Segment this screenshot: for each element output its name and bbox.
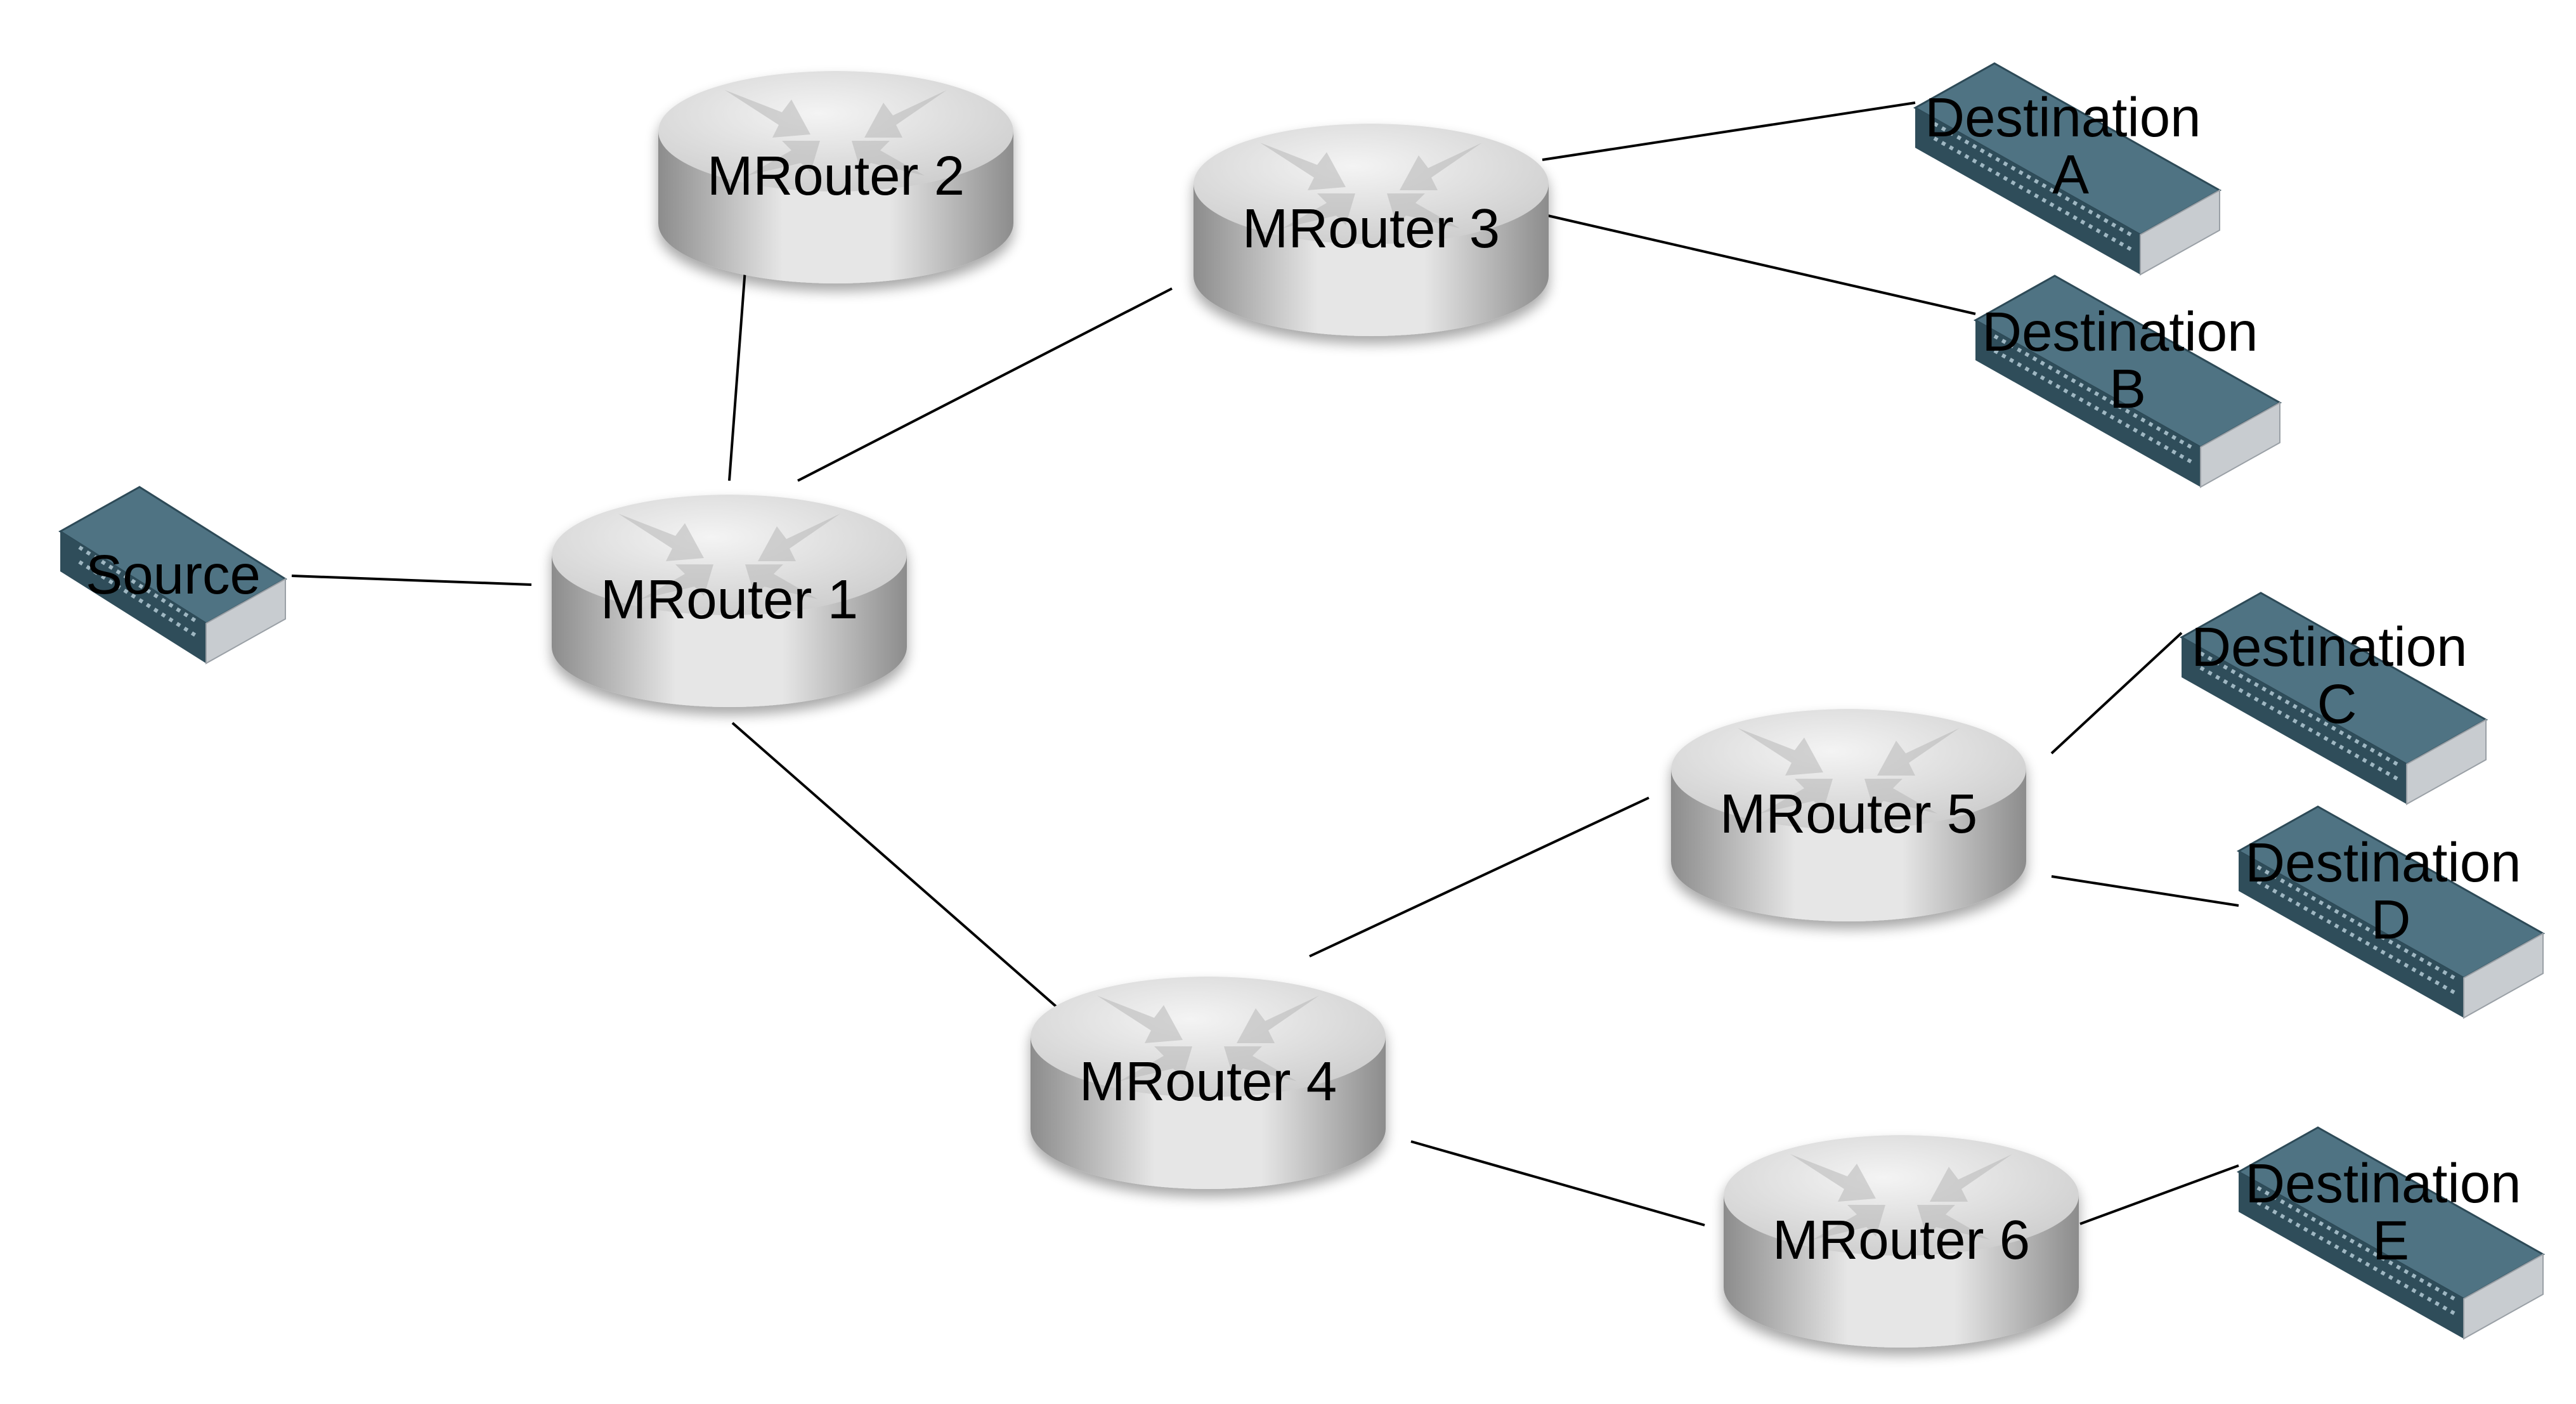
router-icon <box>1031 977 1386 1189</box>
router-label: MRouter 2 <box>707 145 965 207</box>
host-source[interactable]: Source <box>58 486 287 665</box>
host-label-line: Destination <box>2191 616 2467 678</box>
host-destination-c[interactable]: Destination C <box>2179 592 2488 805</box>
router-mrouter-2[interactable]: MRouter 2 <box>658 71 1013 283</box>
server-icon <box>2179 592 2488 805</box>
router-mrouter-5[interactable]: MRouter 5 <box>1671 709 2026 921</box>
link-r1-r3 <box>797 287 1173 482</box>
router-label: MRouter 3 <box>1242 198 1500 259</box>
hosts-layer: Source Destination A <box>58 62 2546 1340</box>
server-icon <box>1913 62 2222 276</box>
host-label-line: Destination <box>2245 1153 2521 1214</box>
server-icon <box>58 486 287 665</box>
host-label-line: Destination <box>1982 301 2258 363</box>
router-mrouter-6[interactable]: MRouter 6 <box>1724 1135 2079 1348</box>
router-label: MRouter 5 <box>1720 783 1977 845</box>
routers-layer: MRouter 1 MRouter 2 <box>552 71 2079 1348</box>
link-r1-r4 <box>731 722 1067 1016</box>
host-label: Destination E <box>2245 1153 2536 1271</box>
host-label-line: A <box>2052 144 2089 205</box>
link-r4-r6 <box>1410 1140 1705 1226</box>
server-icon <box>2236 1126 2546 1340</box>
link-r4-r5 <box>1309 796 1649 958</box>
server-icon <box>2236 805 2546 1019</box>
host-destination-d[interactable]: Destination D <box>2236 805 2546 1019</box>
link-r3-destA <box>1542 101 1916 161</box>
router-mrouter-1[interactable]: MRouter 1 <box>552 495 907 707</box>
link-r3-destB <box>1542 213 1976 315</box>
router-icon <box>1671 709 2026 921</box>
router-label: MRouter 1 <box>601 569 858 630</box>
host-label: Destination B <box>1982 301 2273 420</box>
router-label: MRouter 4 <box>1079 1051 1337 1112</box>
router-label: MRouter 6 <box>1773 1209 2030 1271</box>
link-r5-destC <box>2050 632 2183 755</box>
link-r5-destD <box>2051 875 2239 907</box>
host-label: Destination C <box>2191 616 2482 735</box>
host-label-line: B <box>2109 358 2146 420</box>
router-icon <box>552 495 907 707</box>
router-icon <box>658 71 1013 283</box>
link-r1-r2 <box>728 269 746 481</box>
router-mrouter-4[interactable]: MRouter 4 <box>1031 977 1386 1189</box>
links-layer <box>291 101 2239 1226</box>
router-icon <box>1724 1135 2079 1348</box>
host-label-line: E <box>2372 1210 2409 1271</box>
host-destination-e[interactable]: Destination E <box>2236 1126 2546 1340</box>
host-label: Source <box>86 544 261 606</box>
host-label-line: Destination <box>1925 87 2201 148</box>
host-label-line: D <box>2371 889 2411 951</box>
router-mrouter-3[interactable]: MRouter 3 <box>1194 124 1549 336</box>
server-icon <box>1973 275 2282 488</box>
host-destination-a[interactable]: Destination A <box>1913 62 2222 276</box>
host-destination-b[interactable]: Destination B <box>1973 275 2282 488</box>
host-label: Destination A <box>1925 87 2216 205</box>
host-label: Destination D <box>2245 832 2536 951</box>
router-icon <box>1194 124 1549 336</box>
link-r6-destE <box>2079 1164 2239 1225</box>
host-label-line: Destination <box>2245 832 2521 894</box>
link-source-r1 <box>291 575 532 586</box>
host-label-line: C <box>2317 673 2357 735</box>
